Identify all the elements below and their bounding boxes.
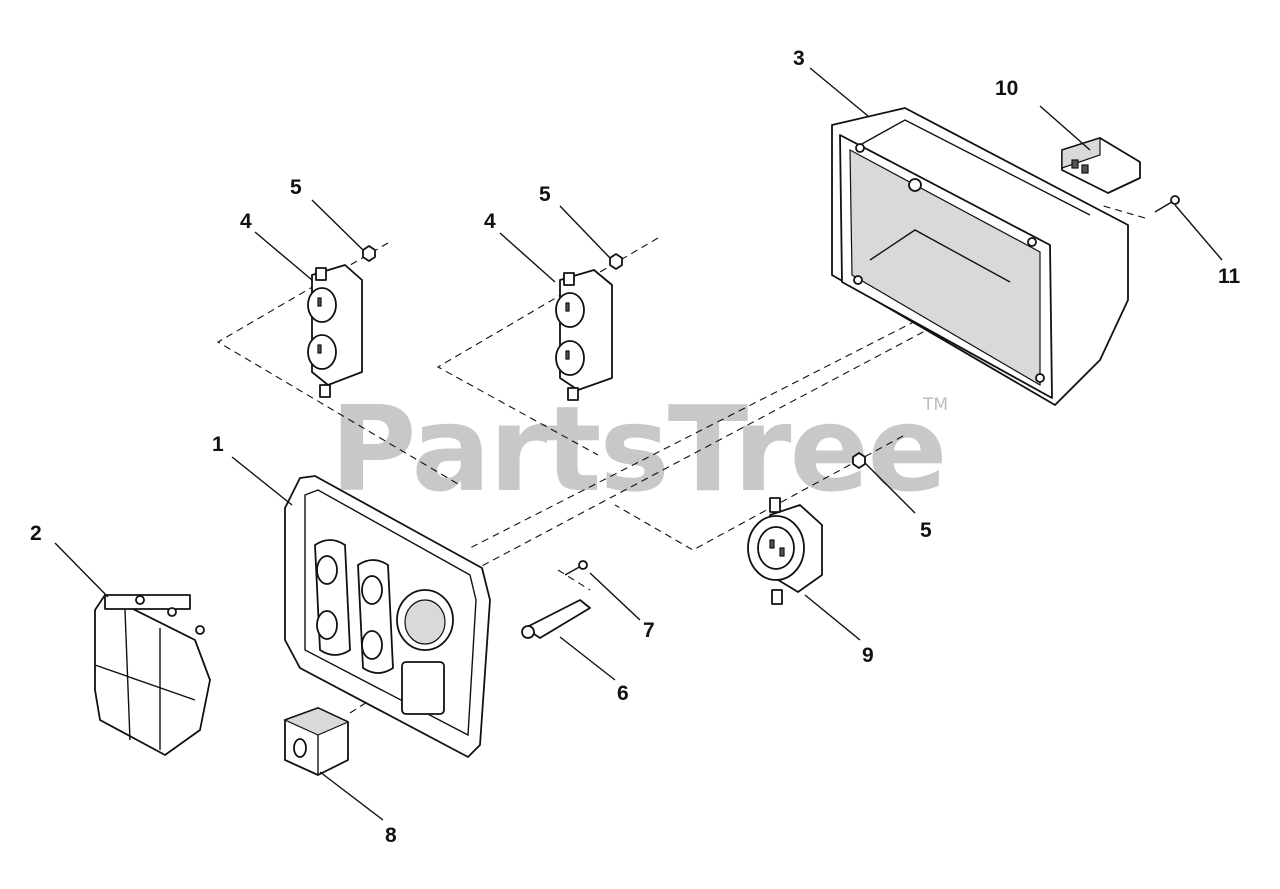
callout-5c: 5 bbox=[920, 519, 932, 542]
callout-1: 1 bbox=[212, 433, 224, 456]
part-11-screw[interactable] bbox=[1154, 195, 1180, 213]
part-2-outlet-covers[interactable] bbox=[94, 594, 211, 756]
parts-tree-watermark: PartsTree TM bbox=[330, 380, 948, 518]
callout-11: 11 bbox=[1218, 265, 1241, 288]
part-4a-duplex-receptacle[interactable] bbox=[307, 264, 363, 398]
part-5c-nut[interactable] bbox=[852, 452, 866, 469]
callout-10: 10 bbox=[995, 77, 1018, 100]
part-10-switch[interactable] bbox=[1061, 137, 1141, 194]
callout-5a: 5 bbox=[290, 176, 302, 199]
part-5a-nut[interactable] bbox=[362, 245, 376, 262]
callout-6: 6 bbox=[617, 682, 629, 705]
callout-4b: 4 bbox=[484, 210, 496, 233]
part-6-connector[interactable] bbox=[521, 599, 591, 639]
callout-5b: 5 bbox=[539, 183, 551, 206]
part-4b-duplex-receptacle[interactable] bbox=[555, 269, 613, 401]
part-1-front-panel[interactable] bbox=[284, 475, 491, 758]
callout-3: 3 bbox=[793, 47, 805, 70]
callout-7: 7 bbox=[643, 619, 655, 642]
part-7-screw[interactable] bbox=[564, 560, 588, 576]
callout-2: 2 bbox=[30, 522, 42, 545]
part-3-rear-box[interactable] bbox=[831, 107, 1129, 406]
part-8-switch[interactable] bbox=[283, 707, 350, 776]
part-5b-nut[interactable] bbox=[609, 253, 623, 270]
callout-9: 9 bbox=[862, 644, 874, 667]
watermark-trademark: TM bbox=[922, 395, 948, 415]
callout-labels: 1 2 3 4 4 5 5 5 6 7 8 9 10 11 bbox=[30, 47, 1241, 847]
leader-lines bbox=[54, 67, 1223, 821]
callout-8: 8 bbox=[385, 824, 397, 847]
watermark-text: PartsTree bbox=[330, 380, 946, 518]
part-9-twist-lock-receptacle[interactable] bbox=[747, 497, 823, 605]
callout-4a: 4 bbox=[240, 210, 252, 233]
